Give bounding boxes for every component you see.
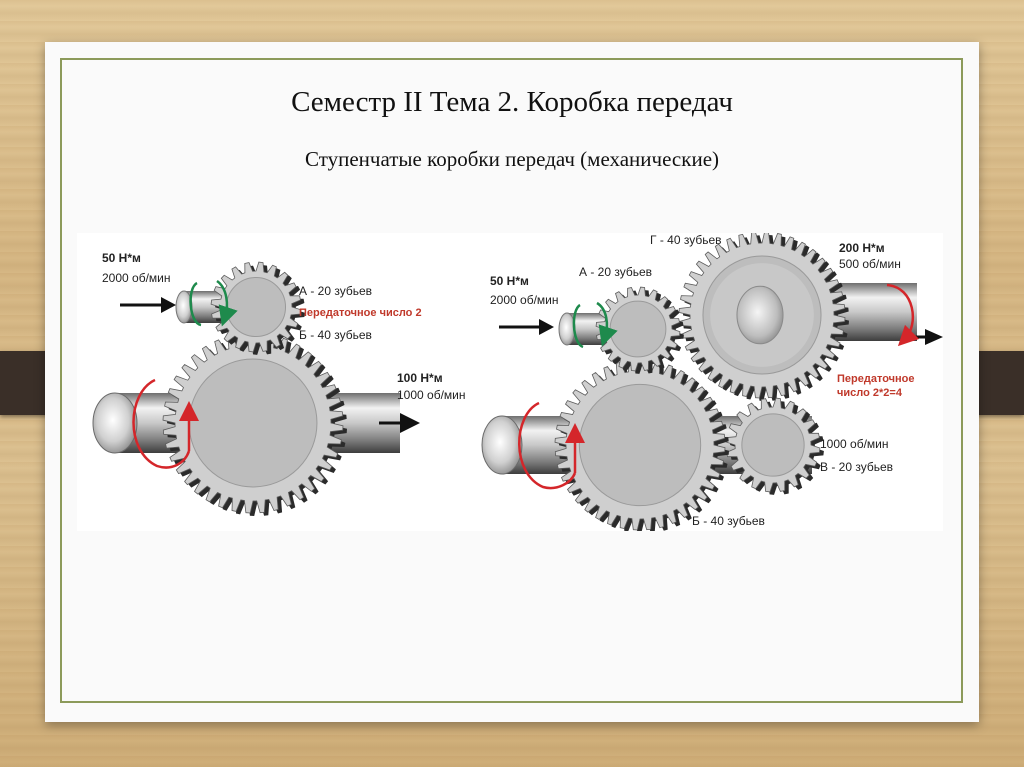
left-ratio-label: Передаточное число 2 [299,307,422,319]
right-ratio-line2: число 2*2=4 [837,387,903,399]
left-input-torque: 50 Н*м [102,251,141,265]
left-input-arrow [120,297,176,313]
left-gear-a [210,261,305,355]
right-output-speed: 500 об/мин [839,257,901,271]
right-gear-g [678,233,849,401]
left-gear-a-label: А - 20 зубьев [299,284,372,298]
right-gear-v-label: В - 20 зубьев [820,460,893,474]
left-input-speed: 2000 об/мин [102,271,171,285]
left-red-rotation-arrow [132,378,191,469]
right-red-rotation-arrow [518,401,577,490]
right-gear-a [595,286,684,374]
left-output-speed: 1000 об/мин [397,388,466,402]
slide-title: Семестр II Тема 2. Коробка передач [291,86,733,118]
slide-subtitle: Ступенчатые коробки передач (механически… [304,147,720,171]
right-gear-a-label: А - 20 зубьев [579,265,652,279]
left-output-torque: 100 Н*м [397,371,443,385]
right-ratio-line1: Передаточное [837,373,915,385]
right-output-torque: 200 Н*м [839,241,885,255]
right-input-arrow [499,319,554,335]
left-gear-b [162,332,347,516]
right-input-speed: 2000 об/мин [490,293,559,307]
right-mid-speed: 1000 об/мин [820,437,889,451]
right-gear-v [725,397,824,495]
right-output-red-rotation-arrow [886,283,920,347]
left-green-rotation-arrow [189,281,202,327]
left-gear-b-label: Б - 40 зубьев [299,328,372,342]
slide-frame [60,58,963,703]
right-gear-g-label: Г - 40 зубьев [650,233,722,247]
gearbox-diagram: 50 Н*м 2000 об/мин А - 20 зубьев Передат… [77,233,943,531]
right-gear-b [554,359,729,531]
right-gear-b-label: Б - 40 зубьев [692,514,765,528]
right-input-torque: 50 Н*м [490,274,529,288]
right-green-rotation-arrow [572,303,584,349]
